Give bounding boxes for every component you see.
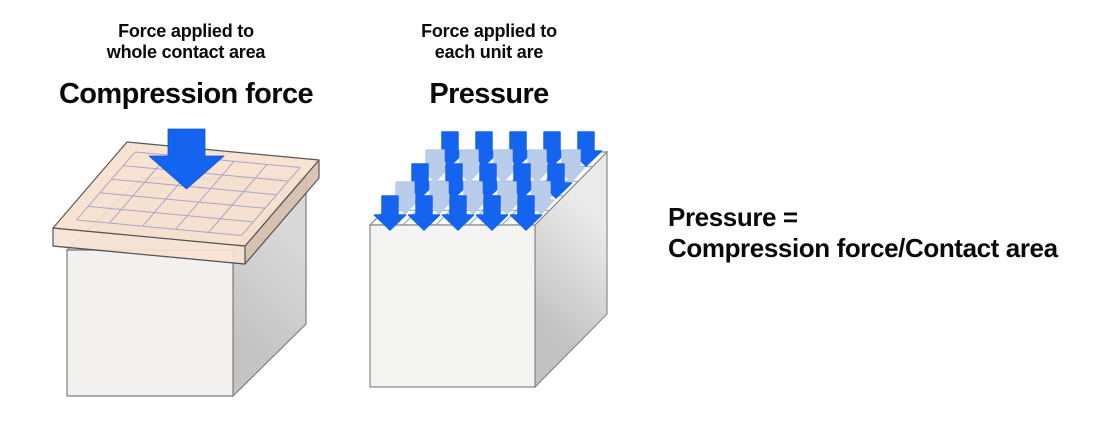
- middle-caption-line1: Force applied to: [421, 21, 557, 41]
- middle-figure-caption: Force applied to each unit are: [339, 21, 639, 63]
- left-caption-line2: whole contact area: [106, 42, 266, 62]
- left-caption-line1: Force applied to: [118, 21, 254, 41]
- middle-figure-title: Pressure: [429, 78, 549, 110]
- pressure-block-figure: [370, 132, 607, 389]
- contact-plate: [52, 141, 320, 265]
- formula-line1: Pressure =: [668, 202, 798, 232]
- plate-grid: [77, 152, 301, 235]
- pressure-formula: Pressure = Compression force/Contact are…: [668, 202, 1098, 264]
- compression-block-figure: [52, 128, 320, 398]
- formula-line2: Compression force/Contact area: [668, 233, 1058, 263]
- left-figure-title: Compression force: [58, 78, 314, 110]
- big-down-arrow-icon: [148, 128, 225, 190]
- middle-caption-line2: each unit are: [434, 42, 544, 62]
- left-figure-caption: Force applied to whole contact area: [36, 21, 336, 63]
